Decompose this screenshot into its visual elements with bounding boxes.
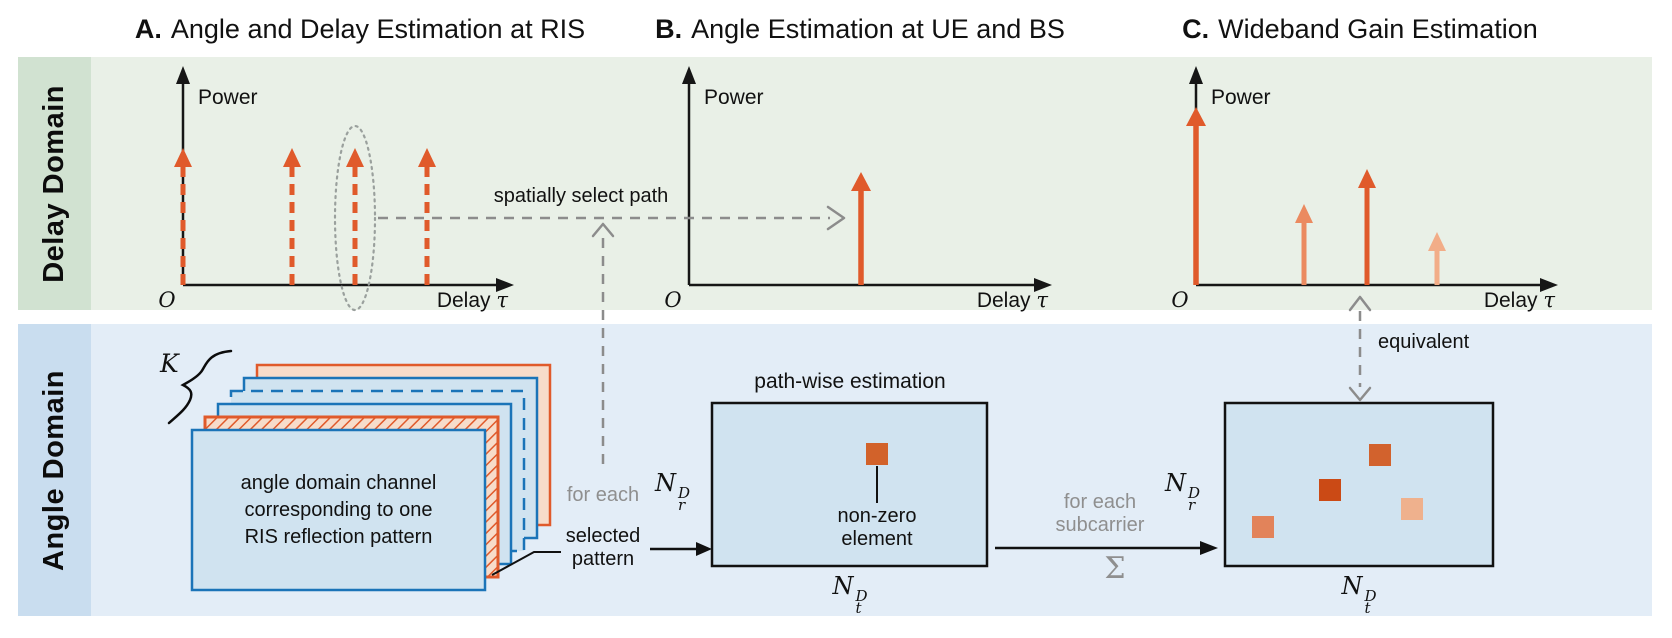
nr-sub: r [678,496,686,514]
delay-axis-label-a: Delay τ [415,288,508,313]
selected-pattern-pointer-line [491,551,561,576]
pattern-layer-front [190,428,487,592]
power-label-b: Power [704,86,764,109]
delay-axis-label-b: Delay τ [955,288,1048,313]
title-b: B. Angle Estimation at UE and BS [640,14,1080,45]
title-a: A. Angle and Delay Estimation at RIS [120,14,600,45]
tau-symbol-c: τ [1543,288,1555,312]
spike-head-c-2 [1358,169,1376,188]
nonzero-element-label: non-zero element [837,505,917,550]
pathwise-title: path-wise estimation [754,370,946,393]
spike-head-b-0 [851,172,871,191]
nt-sup: D [855,587,868,605]
nt-sup-wb: D [1364,587,1377,605]
selected-pattern-arrow [650,542,712,556]
spike-head-c-0 [1186,107,1206,126]
nonzero-square-wideband-3 [1252,516,1274,538]
nt-base: N [832,572,854,600]
for-each-subcarrier-label: for each subcarrier [1055,491,1145,536]
angle-domain-strip: Angle Domain [18,324,91,616]
title-c: C. Wideband Gain Estimation [1170,14,1550,45]
pattern-stack [167,349,561,592]
power-label-c: Power [1211,86,1271,109]
equivalent-arrow [1348,295,1372,402]
stack-caption-line2: corresponding to one [244,498,433,521]
spike-head-a-0 [174,148,192,167]
wideband-matrix [1223,401,1495,568]
selected-pattern-label: selected pattern [565,525,641,570]
origin-label-a: O [158,288,176,312]
spike-head-a-3 [418,148,436,167]
title-a-text: Angle and Delay Estimation at RIS [170,14,586,44]
k-brace [167,349,233,425]
nt-sub: t [855,599,862,617]
pathwise-matrix [710,401,989,568]
power-label-a: Power [198,86,258,109]
title-c-text: Wideband Gain Estimation [1218,14,1538,44]
spike-head-c-1 [1295,204,1313,223]
delay-domain-band: Delay Domain [18,57,1652,310]
title-a-prefix: A. [134,14,162,44]
nonzero-square-wideband-2 [1401,498,1423,520]
delay-word-b: Delay [976,289,1031,312]
nt-sub-wb: t [1364,599,1371,617]
delay-word-a: Delay [436,289,491,312]
tau-symbol-b: τ [1036,288,1048,312]
spike-head-a-1 [283,148,301,167]
nonzero-square-wideband-1 [1319,479,1341,501]
sum-symbol: Σ [1104,551,1126,586]
subcarrier-sum-arrow [995,541,1218,555]
k-count-label: K [160,349,179,378]
spike-head-a-2 [346,148,364,167]
nr-base-wb: N [1165,469,1186,497]
spike-head-c-3 [1428,232,1446,251]
origin-label-c: O [1171,288,1189,312]
spatially-select-path-label: spatially select path [493,185,669,207]
tau-symbol-a: τ [496,288,508,312]
stack-caption-line3: RIS reflection pattern [244,525,433,548]
delay-domain-strip: Delay Domain [18,57,91,310]
selected-path-ellipse [333,124,377,312]
nr-sup-wb: D [1188,484,1201,502]
title-b-text: Angle Estimation at UE and BS [691,14,1065,44]
for-each-pattern-arrow [591,222,615,467]
nonzero-square-pathwise-0 [866,443,888,465]
title-c-prefix: C. [1182,14,1210,44]
nt-base-wb: N [1341,572,1363,600]
nr-sup: D [678,484,691,502]
stack-caption: angle domain channel corresponding to on… [192,430,485,590]
plot-a-axes [176,66,514,292]
delay-word-c: Delay [1483,289,1538,312]
title-b-prefix: B. [655,14,683,44]
nr-base: N [655,469,676,497]
equivalent-label: equivalent [1378,331,1470,353]
nonzero-square-wideband-0 [1369,444,1391,466]
nr-sub-wb: r [1188,496,1196,514]
stack-caption-line1: angle domain channel [240,471,437,494]
for-each-label: for each [566,484,640,506]
spatially-select-path-arrow [378,205,846,231]
origin-label-b: O [664,288,682,312]
delay-axis-label-c: Delay τ [1462,288,1555,313]
